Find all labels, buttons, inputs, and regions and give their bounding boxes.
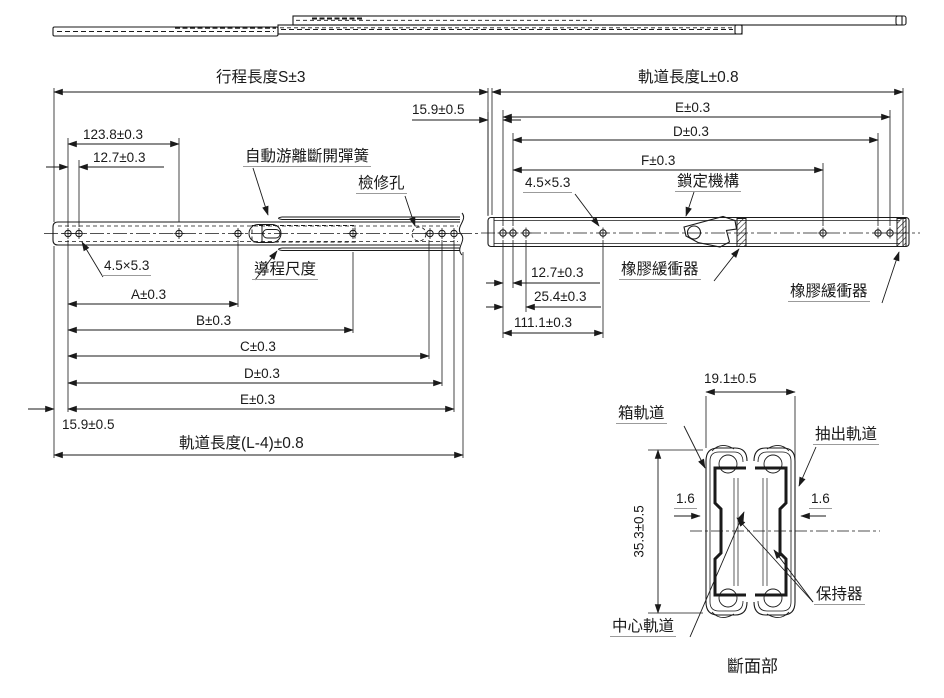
dim-a: A±0.3 [131,287,167,302]
rail-length-l4-label: 軌道長度(L-4)±0.8 [179,435,304,452]
rubber-bumper-mid [736,218,747,247]
inspection-hole-label: 檢修孔 [356,175,407,195]
section-leader-lines [683,425,817,638]
dim-f: F±0.3 [641,153,676,168]
drawer-rail-label: 抽出軌道 [813,426,880,446]
dim-b: B±0.3 [196,313,232,328]
dim-25-4: 25.4±0.3 [534,289,587,304]
profile-left [705,445,748,618]
lead-scale-label: 導程尺度 [252,261,319,281]
dim-c: C±0.3 [240,339,276,354]
dim-19-1: 19.1±0.5 [704,371,757,386]
dim-123-8: 123.8±0.3 [83,127,143,142]
dim-d-right: D±0.3 [673,124,709,139]
bumper-label-mid: 橡膠緩衝器 [619,261,701,281]
slot-size-left: 4.5×5.3 [102,258,152,276]
slot-size-right: 4.5×5.3 [523,175,573,193]
section-profiles [690,445,880,618]
dim-d-left: D±0.3 [244,366,280,381]
section-dimension-lines [654,388,826,614]
middle-rail-overlay [278,216,460,251]
dim-e-right: E±0.3 [675,100,711,115]
top-assembly-view [52,15,907,37]
extended-view [28,88,489,459]
dim-15-9-bottom: 15.9±0.5 [62,417,115,432]
profile-right [753,445,796,618]
break-line [458,212,465,256]
dimension-lines-right [412,88,904,337]
bumper-label-end: 橡膠緩衝器 [788,283,870,303]
rail-body [487,216,910,248]
mounting-holes-left [62,228,460,239]
rubber-bumper-end [896,218,907,247]
mounting-holes-right [497,227,896,239]
lock-mechanism [683,215,738,248]
dim-e-left: E±0.3 [240,392,276,407]
box-rail-label: 箱軌道 [616,405,667,425]
rail-view [412,88,920,338]
top-bar-middle [175,24,743,35]
retainer-label: 保持器 [814,586,865,606]
dim-1-6-right: 1.6 [809,491,832,509]
section-title: 斷面部 [727,657,778,676]
dim-111-1: 111.1±0.3 [514,315,572,330]
section-view [648,388,880,638]
rail-length-label: 軌道長度L±0.8 [638,69,739,86]
lock-label: 鎖定機構 [675,173,742,193]
disconnect-spring [248,224,282,243]
outer-rail [52,221,460,246]
section-extension-lines [648,396,796,614]
center-rail-label: 中心軌道 [610,618,677,638]
dim-12-7-right: 12.7±0.3 [531,265,584,280]
spring-label: 自動游離斷開彈簧 [243,148,372,168]
lead-slot [251,225,356,243]
dim-12-7-left: 12.7±0.3 [93,150,146,165]
dimension-lines-left [28,88,489,459]
extension-lines-right [487,88,904,338]
dim-15-9-top: 15.9±0.5 [412,102,465,117]
inspection-hole [411,226,427,242]
stroke-length-label: 行程長度S±3 [216,69,306,86]
dim-35-3: 35.3±0.5 [631,505,647,558]
leader-lines-left [81,167,416,281]
leader-lines-right [574,191,900,304]
top-bar-drawer [292,15,907,26]
dim-1-6-left: 1.6 [674,491,697,509]
